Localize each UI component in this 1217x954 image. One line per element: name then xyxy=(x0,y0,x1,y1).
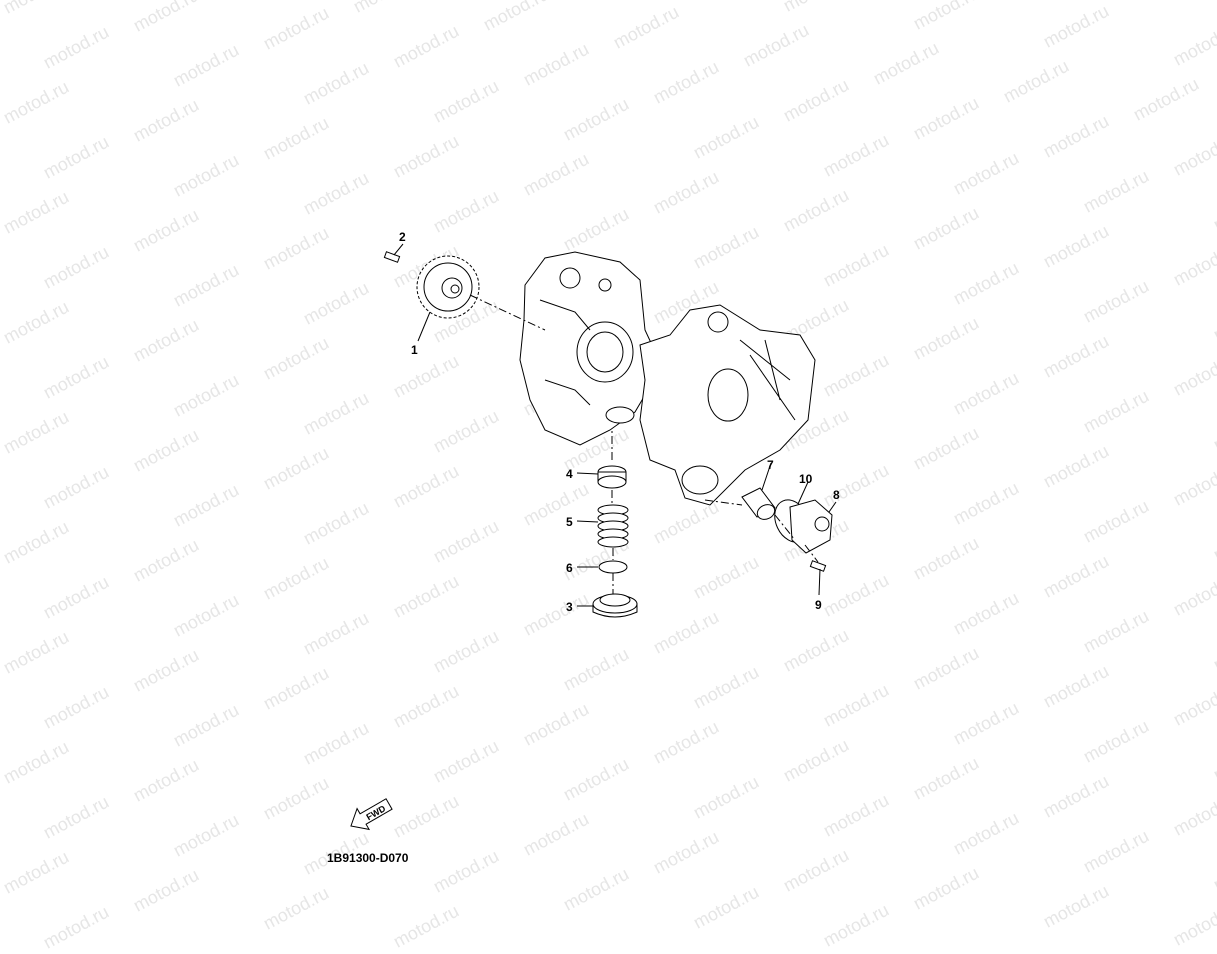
fwd-arrow: FWD xyxy=(350,798,393,831)
callout-4: 4 xyxy=(566,467,573,481)
spring xyxy=(597,504,629,548)
drain-cap xyxy=(592,593,638,618)
oil-pump-gear xyxy=(416,255,480,319)
crankcase-left xyxy=(519,251,653,446)
callout-3: 3 xyxy=(566,600,573,614)
callout-6: 6 xyxy=(566,561,573,575)
filter-cover xyxy=(789,499,833,554)
o-ring xyxy=(598,560,628,574)
callout-9: 9 xyxy=(815,598,822,612)
callout-1: 1 xyxy=(411,343,418,357)
callout-10: 10 xyxy=(799,472,813,486)
crankcase-right xyxy=(639,304,816,506)
oil-filter xyxy=(741,487,776,520)
oil-strainer xyxy=(597,465,627,489)
callout-8: 8 xyxy=(833,488,840,502)
diagram-code: 1B91300-D070 xyxy=(327,851,409,865)
parts-diagram: 2 1 4 5 6 3 7 10 8 9 FWD xyxy=(350,230,840,831)
callout-7: 7 xyxy=(767,458,774,472)
callout-2: 2 xyxy=(399,230,406,244)
callout-5: 5 xyxy=(566,515,573,529)
gear-bolt xyxy=(383,251,401,263)
cover-bolt xyxy=(809,560,827,572)
